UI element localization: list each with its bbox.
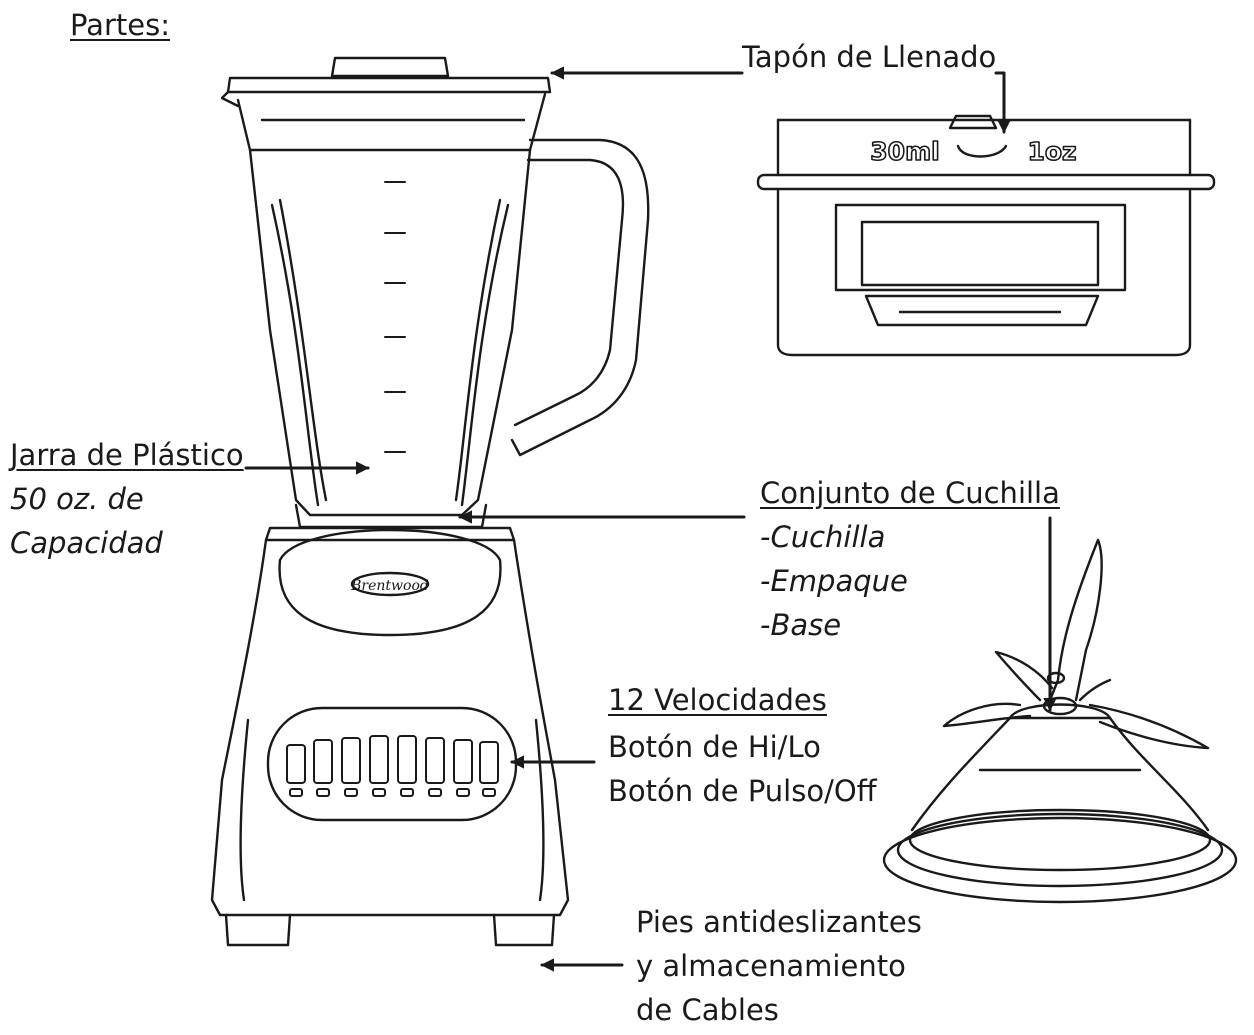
label-speeds-hilo: Botón de Hi/Lo xyxy=(608,730,821,764)
label-jar-title: Jarra de Plástico xyxy=(10,438,244,472)
label-fill-cap: Tapón de Llenado xyxy=(742,40,997,74)
label-jar-capacity-2: Capacidad xyxy=(10,526,163,560)
brand-logo: Brentwood xyxy=(350,578,429,594)
blender-drawing: Brentwood xyxy=(210,56,650,947)
label-blade-item-1: -Cuchilla xyxy=(760,520,886,554)
fill-cap-drawing: 30ml 1oz xyxy=(756,114,1216,357)
label-speeds-title: 12 Velocidades xyxy=(608,683,827,717)
label-blade-item-2: -Empaque xyxy=(760,564,908,598)
cap-ml-marking: 30ml xyxy=(870,137,939,166)
jar-handle xyxy=(510,138,650,457)
plastic-jar xyxy=(236,92,547,542)
label-jar-capacity-1: 50 oz. de xyxy=(10,482,144,516)
arrow-icon xyxy=(994,71,1011,134)
label-feet-2: y almacenamiento xyxy=(636,949,906,983)
motor-base: Brentwood xyxy=(210,528,570,947)
label-feet-1: Pies antideslizantes xyxy=(636,905,922,939)
annotation-arrows xyxy=(244,66,1057,972)
label-blade-title: Conjunto de Cuchilla xyxy=(760,476,1060,510)
label-blade-item-3: -Base xyxy=(760,608,842,642)
jar-lid xyxy=(220,56,552,108)
label-feet-3: de Cables xyxy=(636,993,779,1027)
label-speeds-pulse: Botón de Pulso/Off xyxy=(608,774,877,808)
cap-oz-marking: 1oz xyxy=(1027,137,1076,166)
blade-assembly-drawing xyxy=(882,538,1238,904)
page-title: Partes: xyxy=(70,8,170,42)
